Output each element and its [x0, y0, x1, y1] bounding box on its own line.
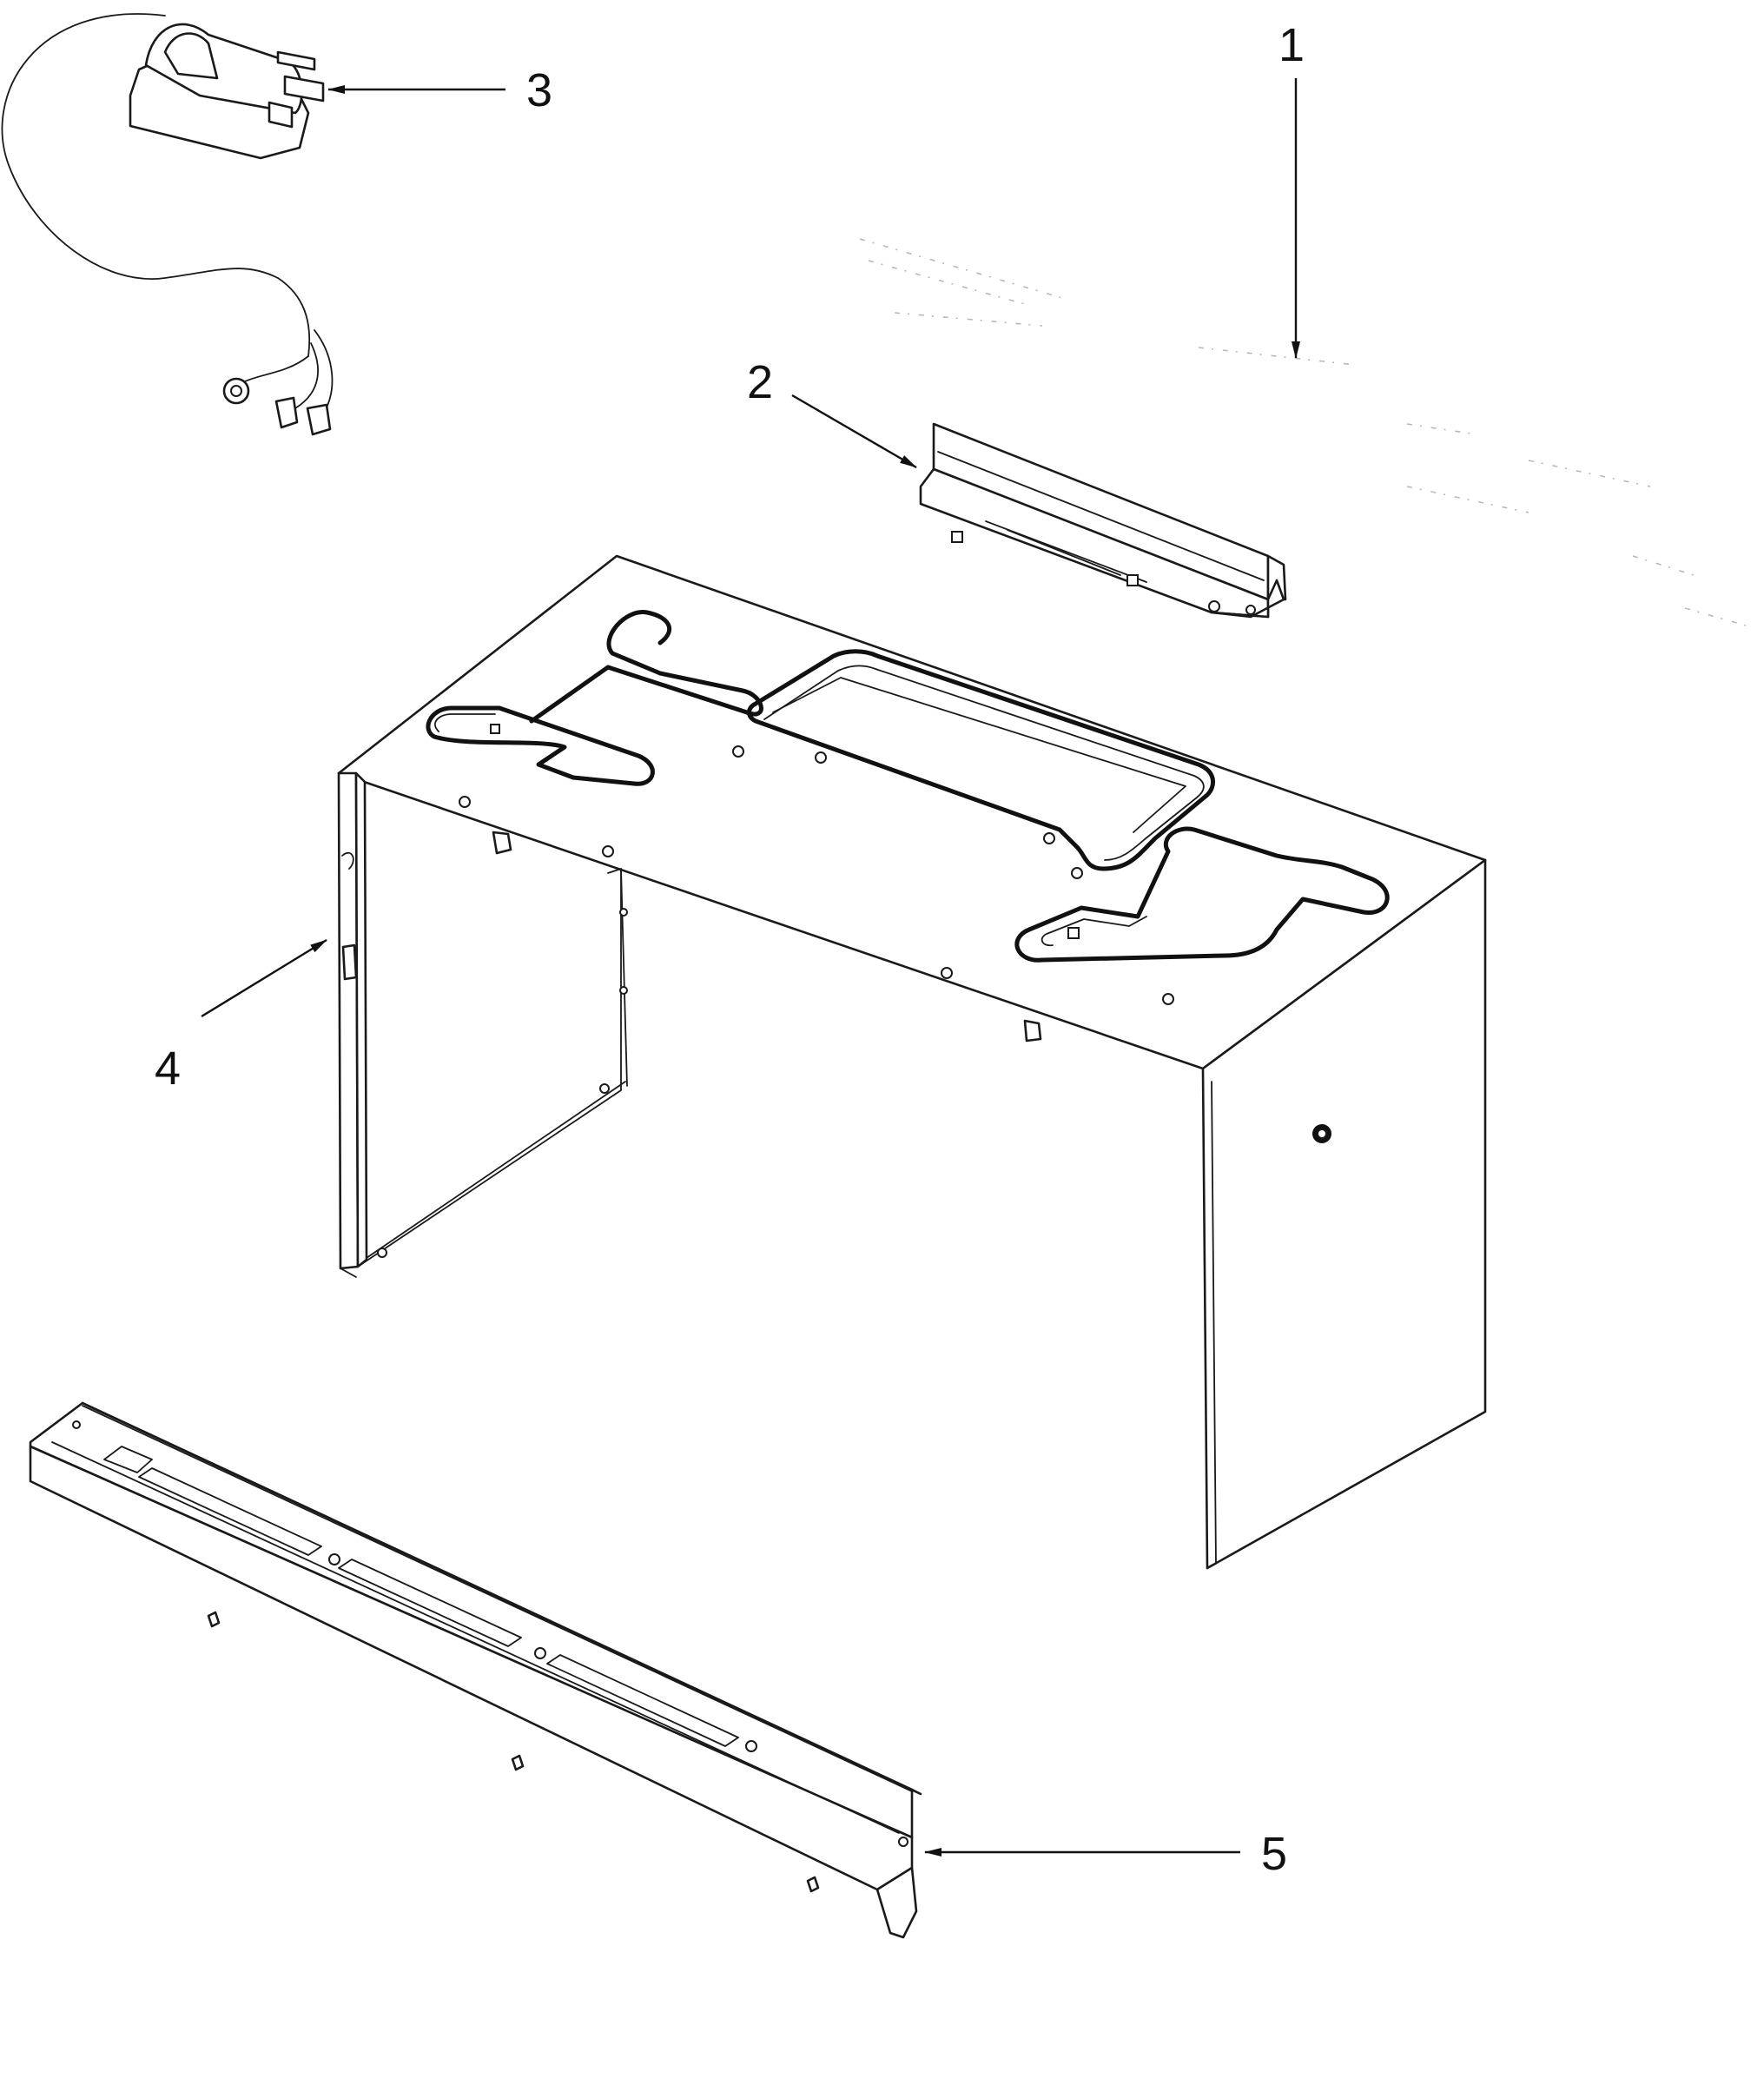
part-4-cabinet-wrapper — [337, 554, 1487, 1570]
leader-2 — [791, 394, 917, 469]
part-2-bracket — [919, 422, 1287, 619]
leader-4 — [201, 938, 327, 1018]
callout-4: 4 — [155, 1042, 181, 1095]
part-3-power-cord — [1, 13, 334, 436]
callout-5: 5 — [1261, 1828, 1287, 1880]
leader-lines — [201, 78, 1300, 1857]
callout-2: 2 — [747, 356, 773, 408]
callout-labels: 1 2 3 4 5 — [155, 19, 1305, 1880]
callout-3: 3 — [526, 64, 552, 116]
part-1-top-cover-faint — [859, 238, 1747, 626]
part-5-bottom-vent-rail — [29, 1401, 922, 1939]
callout-1: 1 — [1278, 19, 1305, 71]
